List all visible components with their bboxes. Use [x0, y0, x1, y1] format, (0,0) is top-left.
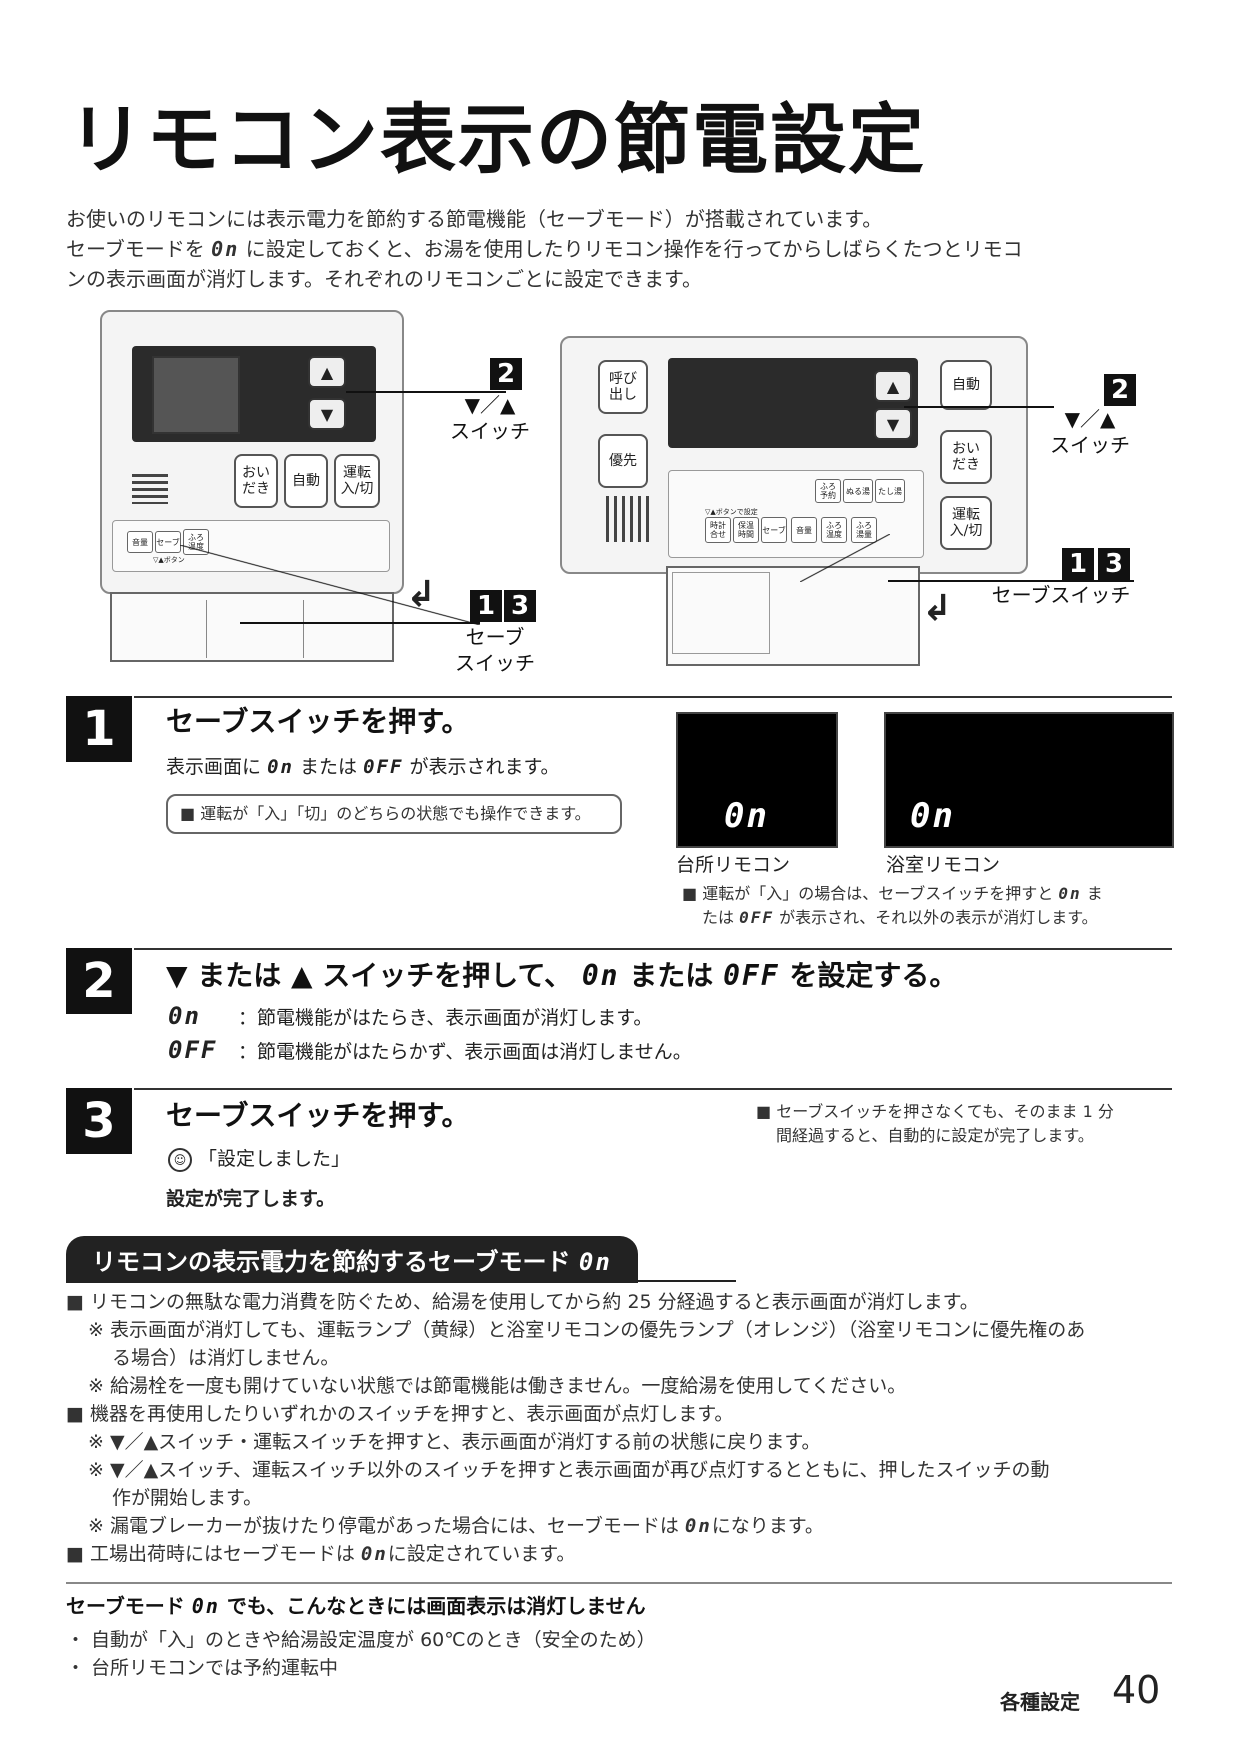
triangle-up-icon: ▲	[886, 376, 900, 396]
bath-clock-button[interactable]: 時計 合せ	[705, 517, 731, 543]
kitchen-save-button[interactable]: セーブ	[155, 531, 181, 553]
step3-done: 設定が完了します。	[166, 1188, 336, 1210]
kitchen-callout-2-label: ▼／▲ スイッチ	[450, 393, 530, 443]
page-title: リモコン表示の節電設定	[68, 95, 926, 184]
savemode-bullets: ■ リモコンの無駄な電力消費を防ぐため、給湯を使用してから約 25 分経過すると…	[66, 1291, 1086, 1565]
bath-callout-3-number: 3	[1098, 548, 1130, 580]
step2-number: 2	[66, 948, 132, 1014]
kitchen-callout-1-number: 1	[470, 590, 502, 622]
kitchen-display-panel: ▲ ▼	[132, 346, 376, 442]
speaker-grille-icon	[132, 474, 168, 504]
step1-body: 表示画面に 0n または 0FF が表示されます。	[166, 756, 560, 778]
label-kitchen-remote: 台所リモコン	[676, 854, 791, 876]
triangle-up-icon: ▲	[320, 362, 334, 382]
step2-on-line: 0n：節電機能がはたらき、表示画面が消灯します。	[168, 1002, 653, 1030]
curved-arrow-icon: ↲	[922, 588, 953, 629]
step1-note-box: ■ 運転が「入」「切」のどちらの状態でも操作できます。	[166, 794, 622, 834]
bath-speaker-icon	[606, 496, 650, 542]
kitchen-callout-line-2	[346, 391, 506, 393]
bath-callout-1-number: 1	[1062, 548, 1094, 580]
savemode-section-tab: リモコンの表示電力を節約するセーブモード 0n	[66, 1236, 638, 1283]
kitchen-callout-13-label: セーブ スイッチ	[455, 625, 535, 675]
bath-callout-2-number: 2	[1104, 374, 1136, 406]
bath-unten-button[interactable]: 運転 入/切	[940, 496, 992, 550]
kitchen-callout-line-13	[180, 545, 480, 625]
label-bath-remote: 浴室リモコン	[886, 854, 1001, 876]
kitchen-oidaki-button[interactable]: おい だき	[234, 454, 278, 508]
intro-text: お使いのリモコンには表示電力を節約する節電機能（セーブモード）が搭載されています…	[66, 207, 1023, 291]
bath-nuruyu-button[interactable]: ぬる湯	[843, 479, 873, 503]
bath-remote: 呼び 出し 優先 ▲ ▼ 自動 おい だき 運転 入/切 ふろ 予約 ぬる湯 た…	[560, 336, 1028, 574]
footer-label: 各種設定	[1000, 1690, 1080, 1714]
bath-cover	[666, 566, 920, 666]
bath-display-panel: ▲ ▼	[668, 358, 918, 448]
savemode-section-rule	[66, 1280, 736, 1282]
exceptions-rule	[66, 1582, 1172, 1584]
voice-face-icon: ☺	[168, 1147, 192, 1172]
bath-yusen-button[interactable]: 優先	[598, 434, 648, 488]
kitchen-unten-button[interactable]: 運転 入/切	[334, 454, 380, 508]
bath-save-button[interactable]: セーブ	[761, 517, 787, 543]
triangle-down-icon: ▼	[320, 404, 334, 424]
step1-number: 1	[66, 696, 132, 762]
bath-hoon-button[interactable]: 保温 時間	[733, 517, 759, 543]
kitchen-callout-line-13b	[240, 622, 480, 624]
triangle-down-icon: ▼	[886, 414, 900, 434]
step3-side-note: ■ セーブスイッチを押さなくても、そのまま 1 分 間経過すると、自動的に設定が…	[756, 1102, 1114, 1145]
bath-screen-preview: 0n	[884, 712, 1174, 848]
bath-callout-13-label: セーブスイッチ	[991, 583, 1131, 607]
bath-up-button[interactable]: ▲	[874, 370, 912, 402]
kitchen-volume-button[interactable]: 音量	[127, 531, 153, 553]
step3-voice: ☺ 「設定しました」	[168, 1144, 350, 1172]
step1-rule	[134, 696, 1172, 698]
kitchen-lcd	[152, 356, 240, 434]
step2-heading: ▼ または ▲ スイッチを押して、 0n または 0FF を設定する。	[166, 959, 958, 992]
kitchen-screen-value: 0n	[724, 796, 769, 836]
bath-oidaki-button[interactable]: おい だき	[940, 430, 992, 484]
kitchen-jido-button[interactable]: 自動	[284, 454, 328, 508]
exceptions-heading: セーブモード 0n でも、こんなときには画面表示は消灯しません	[66, 1594, 646, 1618]
bath-callout-line-13	[800, 534, 890, 582]
kitchen-down-button[interactable]: ▼	[308, 398, 346, 430]
exceptions-list: ・ 自動が「入」のときや給湯設定温度が 60℃のとき（安全のため） ・ 台所リモ…	[66, 1629, 656, 1679]
step2-rule	[134, 948, 1172, 950]
step3-heading: セーブスイッチを押す。	[166, 1099, 470, 1132]
step1-heading: セーブスイッチを押す。	[166, 705, 470, 738]
kitchen-screen-preview: 0n	[676, 712, 838, 848]
bath-callout-2-label: ▼／▲ スイッチ	[1050, 407, 1130, 457]
bath-callout-line-13b	[888, 580, 1134, 582]
step3-number: 3	[66, 1088, 132, 1154]
bath-yobidashi-button[interactable]: 呼び 出し	[598, 360, 648, 414]
kitchen-callout-2-number: 2	[490, 358, 522, 390]
bath-furo-yoyaku-button[interactable]: ふろ 予約	[815, 479, 841, 503]
kitchen-callout-3-number: 3	[504, 590, 536, 622]
bath-callout-line-2	[904, 406, 1054, 408]
page-number: 40	[1112, 1668, 1161, 1712]
bath-screen-value: 0n	[910, 796, 955, 836]
bath-jido-button[interactable]: 自動	[940, 360, 992, 410]
step3-rule	[134, 1088, 1172, 1090]
kitchen-cover-seam	[206, 600, 304, 658]
bath-caption: ▽▲ボタンで設定	[705, 508, 758, 516]
kitchen-up-button[interactable]: ▲	[308, 356, 346, 388]
curved-arrow-icon: ↲	[406, 574, 437, 615]
kitchen-small-caption: ▽▲ボタン	[153, 556, 185, 564]
step1-side-note: ■ 運転が「入」の場合は、セーブスイッチを押すと 0n ま たは 0FF が表示…	[682, 884, 1103, 927]
bath-down-button[interactable]: ▼	[874, 408, 912, 440]
step2-off-line: 0FF：節電機能がはたらかず、表示画面は消灯しません。	[168, 1036, 692, 1064]
bath-tashiyu-button[interactable]: たし湯	[875, 479, 905, 503]
